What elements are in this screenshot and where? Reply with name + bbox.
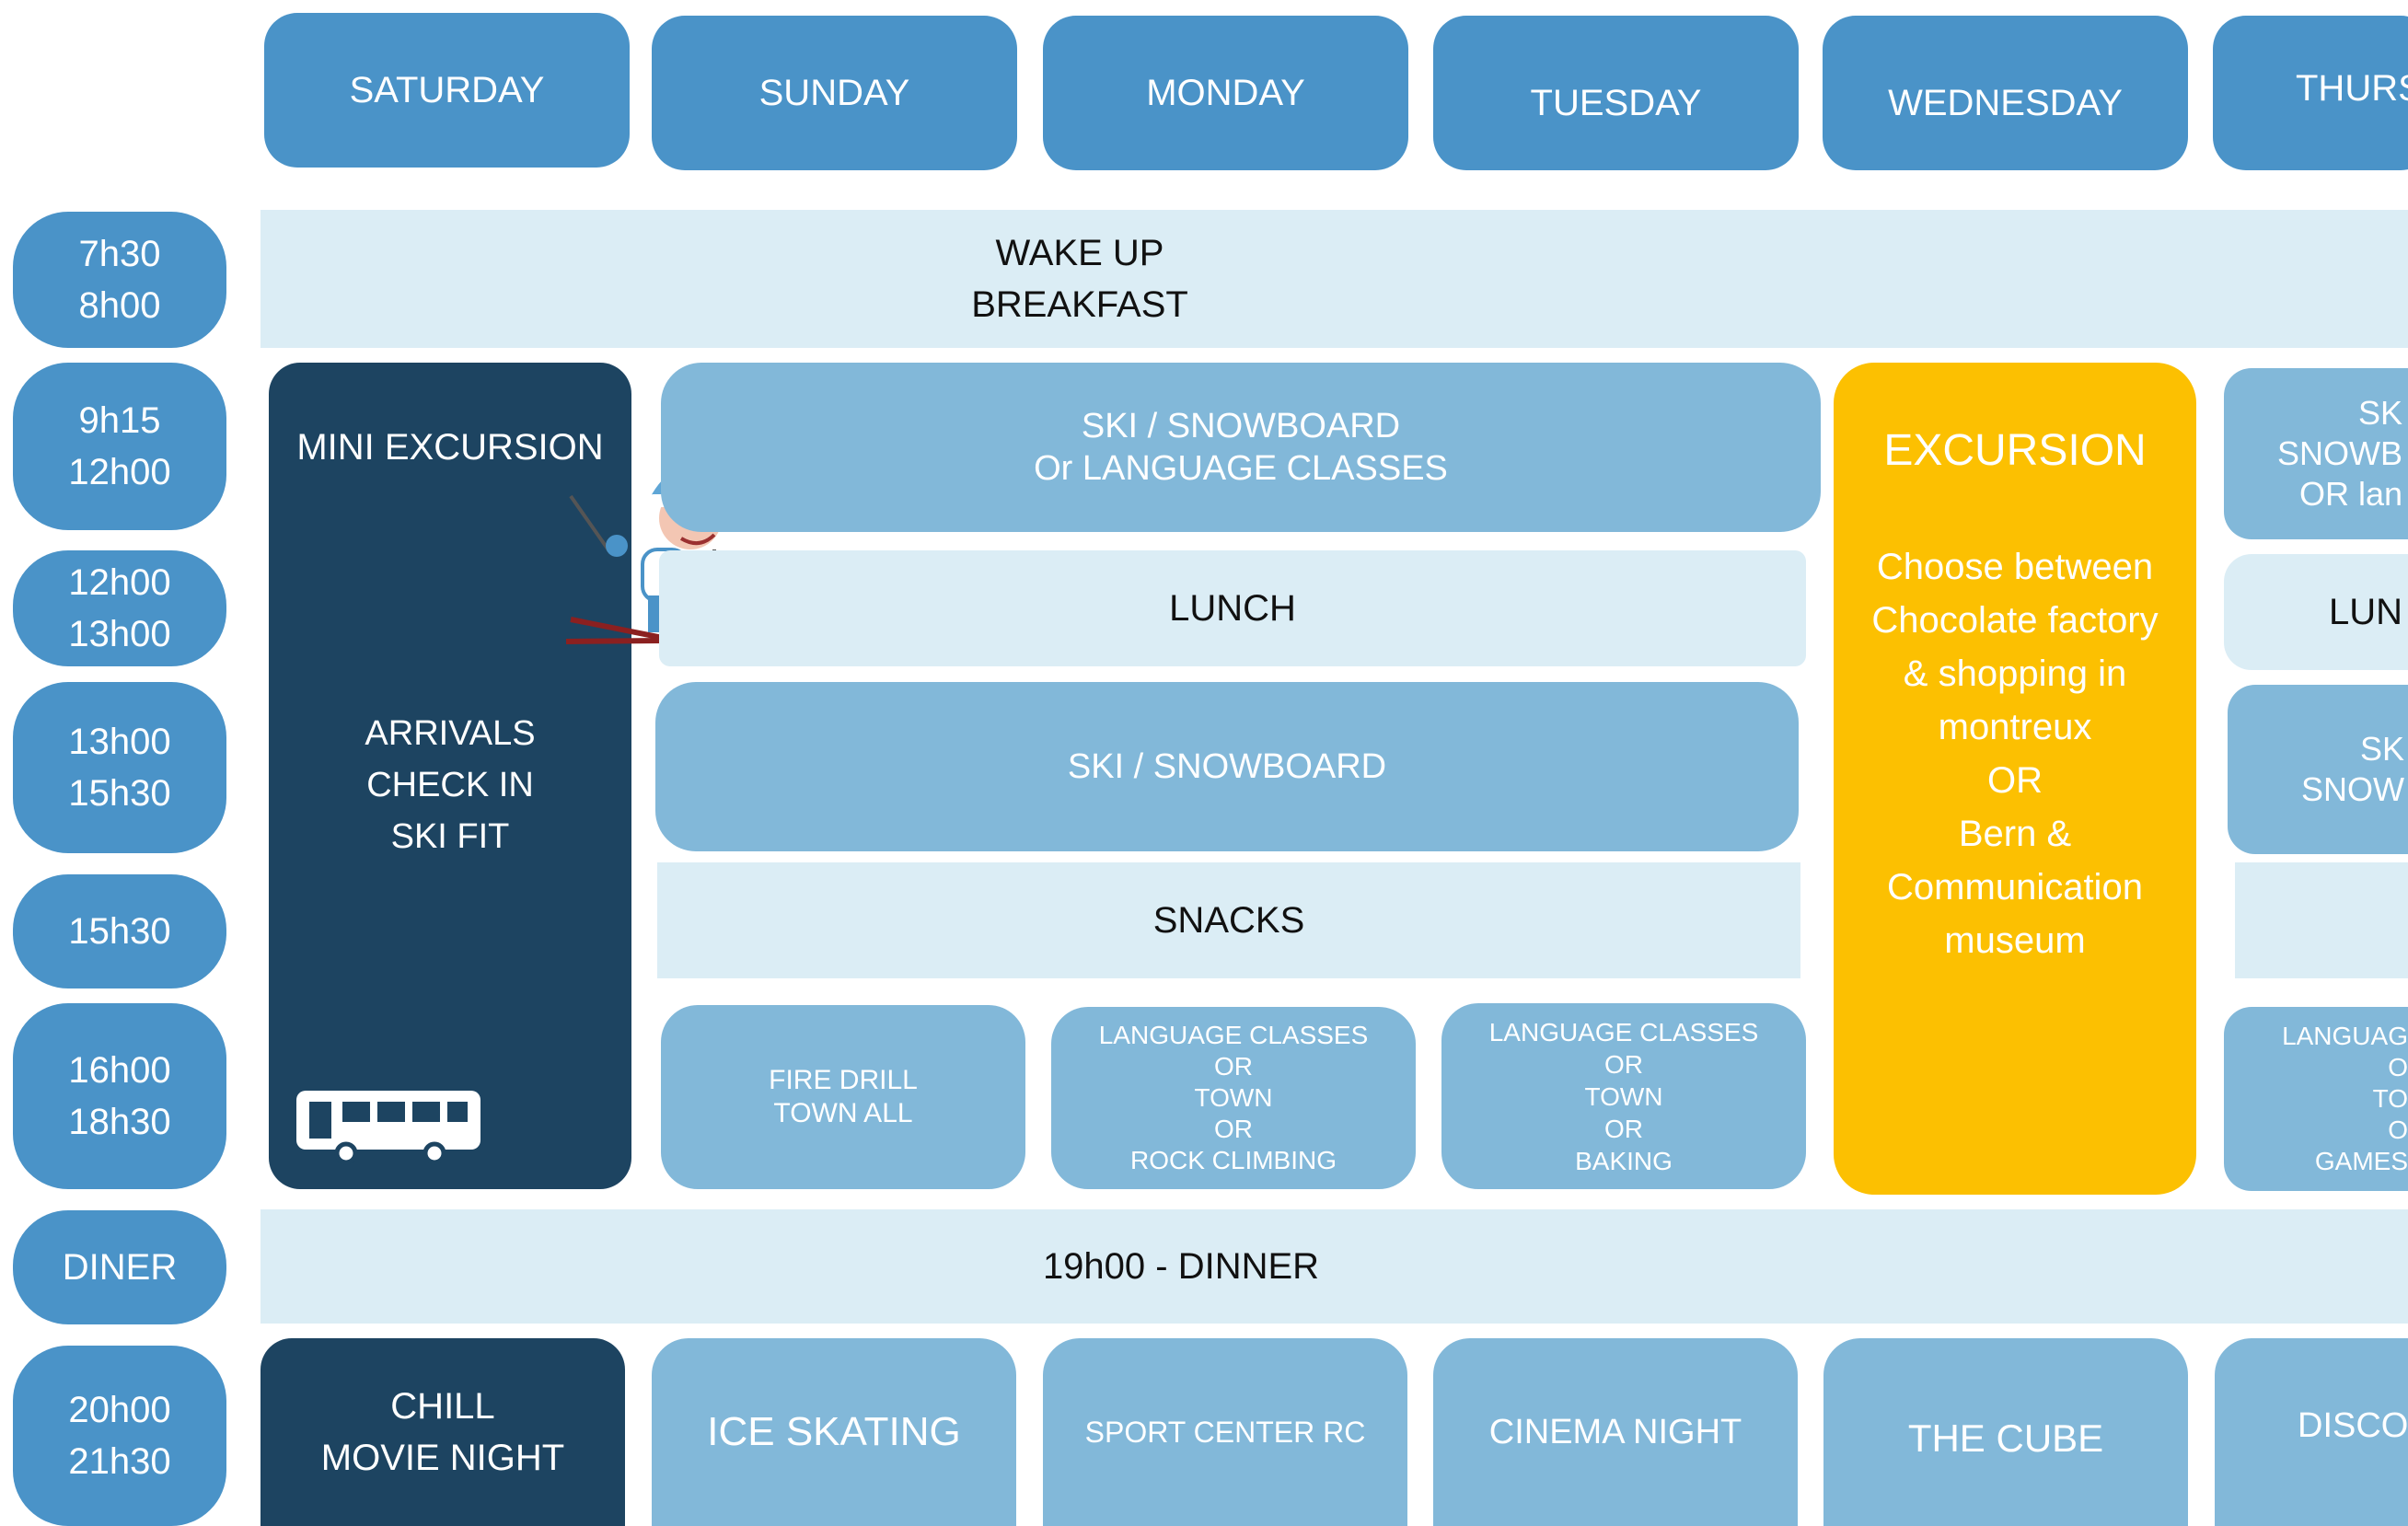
tuesday-evening-block: CINEMA NIGHT (1433, 1338, 1798, 1526)
day-header-wednesday: WEDNESDAY (1823, 16, 2188, 170)
dinner-text: 19h00 - DINNER (1042, 1246, 1320, 1287)
day-header-tuesday: TUESDAY (1433, 16, 1799, 170)
day-header-sunday: SUNDAY (652, 16, 1017, 170)
day-label: SATURDAY (349, 69, 545, 110)
thursday-snacks-band (2235, 862, 2408, 978)
sunday-late-block: FIRE DRILL TOWN ALL (661, 1005, 1025, 1189)
day-label: THURS (2296, 67, 2408, 109)
bus-icon (293, 1087, 486, 1171)
wednesday-excursion-block: EXCURSION Choose between Chocolate facto… (1834, 363, 2196, 1195)
wednesday-evening-block: THE CUBE (1823, 1338, 2188, 1526)
snacks-band: SNACKS (657, 862, 1800, 978)
saturday-evening-block: CHILL MOVIE NIGHT (260, 1338, 625, 1526)
sunday-evening-block: ICE SKATING (652, 1338, 1016, 1526)
day-label: TUESDAY (1530, 82, 1702, 123)
thursday-afternoon-block: SK SNOW (2228, 685, 2408, 854)
excursion-title: EXCURSION (1883, 426, 2147, 475)
monday-late-block: LANGUAGE CLASSES OR TOWN OR ROCK CLIMBIN… (1051, 1007, 1416, 1189)
excursion-details: Choose between Chocolate factory & shopp… (1871, 547, 2159, 961)
wakeup-breakfast-band: WAKE UP BREAKFAST (260, 210, 2408, 348)
thursday-morning-block: SK SNOWB OR lan (2224, 368, 2408, 539)
saturday-arrival-block: MINI EXCURSION ARRIVALS CHECK IN SKI FIT (269, 363, 631, 1189)
day-label: WEDNESDAY (1888, 82, 2123, 123)
day-header-monday: MONDAY (1043, 16, 1408, 170)
dinner-band: 19h00 - DINNER (260, 1209, 2408, 1324)
day-header-saturday: SATURDAY (264, 13, 630, 168)
mini-excursion-title: MINI EXCURSION (296, 427, 604, 468)
arrivals-text: ARRIVALS CHECK IN SKI FIT (365, 714, 536, 856)
thursday-lunch-band: LUN (2224, 554, 2408, 670)
wakeup-text: WAKE UP BREAKFAST (971, 233, 1188, 325)
time-slot-snacks: 15h30 (13, 874, 226, 988)
day-header-thursday: THURS (2213, 16, 2408, 170)
thursday-evening-block: DISCO (2215, 1338, 2408, 1526)
day-label: MONDAY (1146, 72, 1305, 113)
morning-ski-block: SKI / SNOWBOARD Or LANGUAGE CLASSES (661, 363, 1821, 532)
lunch-band: LUNCH (659, 550, 1806, 666)
time-slot-dinner: DINER (13, 1210, 226, 1324)
day-label: SUNDAY (758, 72, 910, 113)
thursday-late-block: LANGUAG O TO O GAMES (2224, 1007, 2408, 1191)
tuesday-late-block: LANGUAGE CLASSES OR TOWN OR BAKING (1441, 1003, 1806, 1189)
monday-evening-block: SPORT CENTER RC (1043, 1338, 1407, 1526)
afternoon-ski-block: SKI / SNOWBOARD (655, 682, 1799, 851)
